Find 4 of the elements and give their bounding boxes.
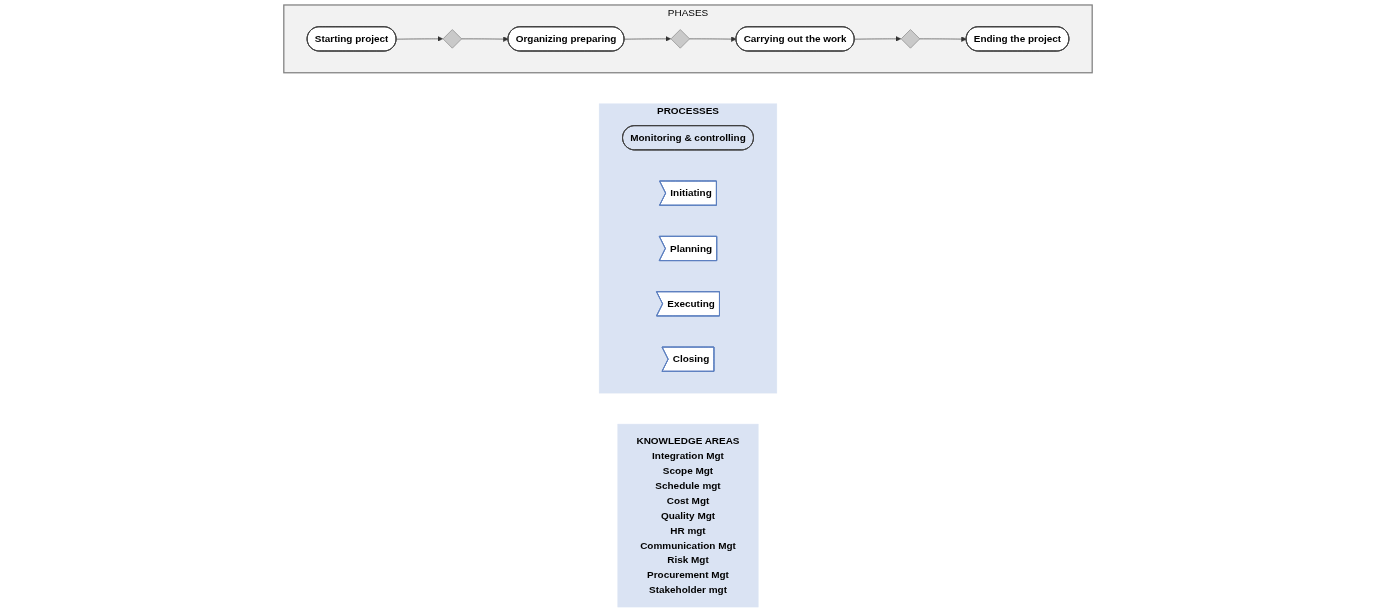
node-box: KNOWLEDGE AREAS Integration Mgt Scope Mgt Schedule mgt Cost Mgt Quality Mgt HR mgt Communication Mgt Risk Mgt Procurement Mgt Stakeholder mgt	[617, 423, 759, 608]
node-diamond	[900, 29, 921, 49]
node-diamond	[670, 29, 690, 49]
node-diamond	[442, 29, 462, 49]
